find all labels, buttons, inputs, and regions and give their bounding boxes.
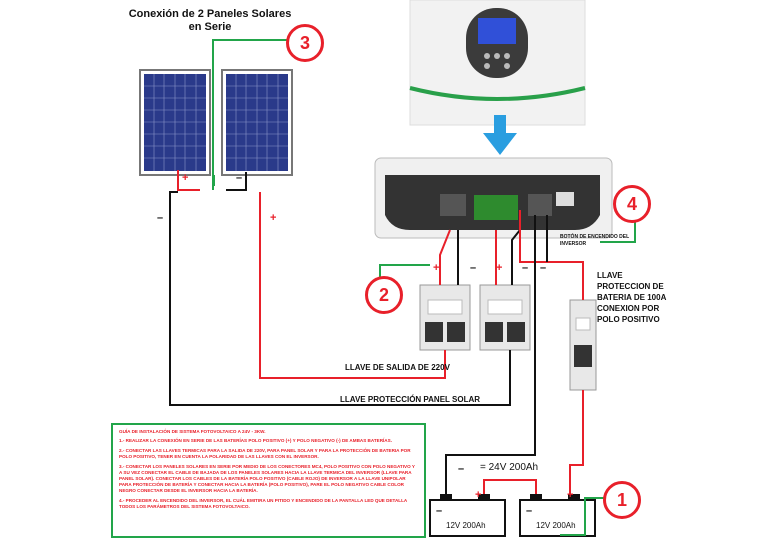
label-llave-salida: LLAVE DE SALIDA DE 220V: [345, 363, 450, 372]
minus-mark: –: [157, 212, 164, 224]
callout-1: 1: [603, 481, 641, 519]
callout-3: 3: [286, 24, 324, 62]
minus-mark: –: [436, 505, 443, 517]
inverter-bottom: [374, 157, 613, 239]
label-voltage: = 24V 200Ah: [480, 462, 539, 473]
callout-2: 2: [365, 276, 403, 314]
plus-mark: +: [270, 212, 277, 224]
minus-mark: –: [540, 262, 547, 274]
solar-panel-left: [139, 69, 211, 176]
installation-guide: GUÍA DE INSTALACIÓN DE SISTEMA FOTOVOLTA…: [111, 423, 426, 538]
down-arrow-icon: [483, 115, 517, 155]
battery-left: [429, 494, 506, 537]
breaker-220v: [419, 284, 471, 351]
plus-mark: +: [182, 172, 189, 184]
inverter-front: [409, 0, 586, 126]
minus-mark: –: [526, 505, 533, 517]
plus-mark: +: [496, 262, 503, 274]
minus-mark: –: [522, 262, 529, 274]
guide-step: 1.- REALIZAR LA CONEXIÓN EN SERIE DE LAS…: [119, 438, 392, 443]
breaker-battery: [569, 299, 597, 391]
breaker-panel: [479, 284, 531, 351]
guide-step: 4.- PROCEDER AL ENCENDIDO DEL INVERSOR, …: [119, 498, 408, 509]
guide-step: 3.- CONECTAR LOS PANELES SOLARES EN SERI…: [119, 464, 415, 493]
minus-mark: –: [236, 172, 243, 184]
minus-mark: –: [470, 262, 477, 274]
minus-mark: –: [458, 463, 465, 475]
plus-mark: +: [567, 489, 574, 501]
guide-title: GUÍA DE INSTALACIÓN DE SISTEMA FOTOVOLTA…: [119, 429, 266, 434]
battery-right: [519, 494, 596, 537]
guide-step: 2.- CONECTAR LAS LLAVES TERMICAS PARA LA…: [119, 448, 411, 459]
plus-mark: +: [433, 262, 440, 274]
solar-panel-right: [221, 69, 293, 176]
plus-mark: +: [475, 489, 482, 501]
label-llave-panel: LLAVE PROTECCIÓN PANEL SOLAR: [340, 395, 481, 404]
battery-1-label: 12V 200Ah: [446, 521, 486, 530]
label-llave-proteccion: LLAVE PROTECCION DE BATERIA DE 100A CONE…: [597, 271, 667, 324]
callout-4: 4: [613, 185, 651, 223]
diagram-title: Conexión de 2 Paneles Solares en Serie: [128, 8, 292, 33]
battery-2-label: 12V 200Ah: [536, 521, 576, 530]
label-boton: BOTÓN DE ENCENDIDO DEL INVERSOR: [560, 234, 630, 247]
